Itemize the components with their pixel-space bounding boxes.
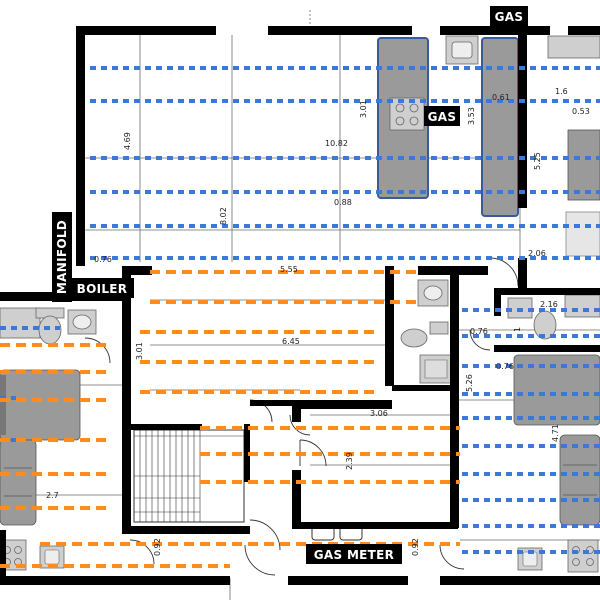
dim-label: 0.76 xyxy=(94,255,112,264)
manifold-label: MANIFOLD xyxy=(55,220,69,294)
sofa-icon xyxy=(0,439,37,526)
dim-label: 0.92 xyxy=(411,538,420,556)
right-stove-icon xyxy=(567,539,599,573)
dim-label: 0.61 xyxy=(492,93,510,102)
staircase xyxy=(133,429,245,523)
dim-label: 0.92 xyxy=(153,538,162,556)
dim-label: 10.82 xyxy=(325,139,348,148)
right-sofa-icon xyxy=(559,434,600,526)
dim-label: 2.16 xyxy=(540,300,558,309)
fixtures xyxy=(0,35,600,573)
toilet-icon xyxy=(400,328,428,348)
stove-icon xyxy=(389,97,425,131)
dim-label: 2.39 xyxy=(345,452,354,470)
dim-label: 5.55 xyxy=(280,265,298,274)
dim-label: 3.06 xyxy=(370,409,388,418)
doors xyxy=(84,257,519,576)
dim-label: 1.6 xyxy=(555,87,568,96)
dim-label: 8.02 xyxy=(219,207,228,225)
right-bed-icon xyxy=(513,354,600,426)
dim-label: 2.7 xyxy=(46,491,59,500)
bed-icon xyxy=(0,369,81,441)
dim-label: 0.76 xyxy=(496,362,514,371)
dim-label: 3.01 xyxy=(135,342,144,360)
dim-label: 4.69 xyxy=(123,132,132,150)
tag-labels: GAS GAS MANIFOLD BOILER GAS METER xyxy=(52,6,528,564)
dim-label: 2.06 xyxy=(528,249,546,258)
dim-label: 5.25 xyxy=(533,152,542,170)
dim-label: 3.53 xyxy=(467,107,476,125)
dimension-labels: 1.6 0.53 0.61 10.82 3.01 3.53 4.69 5.25 … xyxy=(46,87,590,556)
orange-heating-circuit xyxy=(0,270,460,568)
kitchen-counter-right xyxy=(481,37,519,217)
fridge-icon xyxy=(547,35,600,59)
blue-heating-circuit xyxy=(0,66,600,554)
walls xyxy=(0,26,600,585)
cabinet-icon xyxy=(567,129,600,201)
dim-label: 5.26 xyxy=(465,374,474,392)
gas-meter-label: GAS METER xyxy=(314,548,394,562)
dim-label: 1 xyxy=(513,327,522,332)
gas-top-label: GAS xyxy=(495,10,524,24)
dim-label: 0.53 xyxy=(572,107,590,116)
dim-label: 6.45 xyxy=(282,337,300,346)
gas-kitchen-label: GAS xyxy=(428,110,457,124)
dim-label: 0.88 xyxy=(334,198,352,207)
left-sink-icon xyxy=(0,307,41,339)
dim-label: 4.71 xyxy=(551,424,560,442)
dim-label: 0.76 xyxy=(470,327,488,336)
boiler-label: BOILER xyxy=(77,282,128,296)
dim-label: 3.01 xyxy=(359,100,368,118)
